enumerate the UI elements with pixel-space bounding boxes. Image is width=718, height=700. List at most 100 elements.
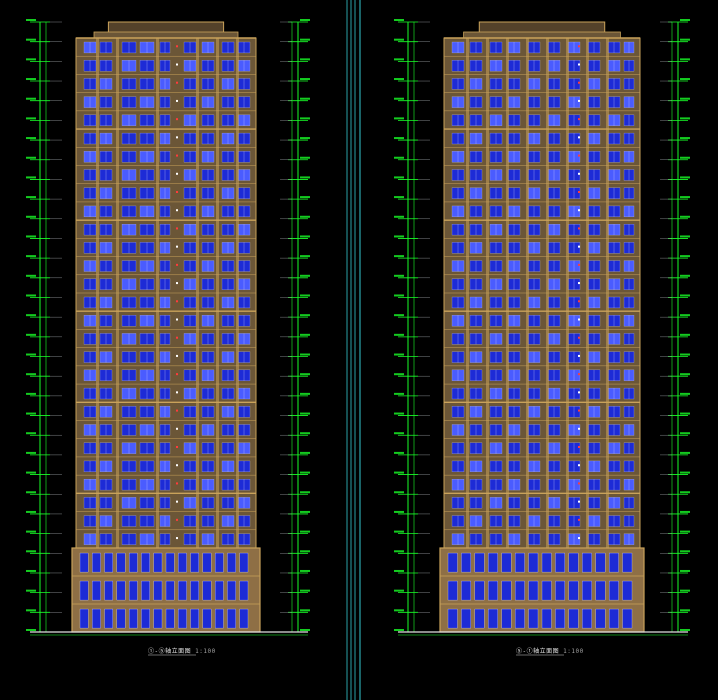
marker-dot [176,282,178,285]
marker-dot [176,518,178,521]
podium-window [447,580,458,601]
level-mark [300,117,310,120]
podium-window [153,608,163,629]
marker-dot [578,427,580,430]
pilaster [566,38,569,548]
level-mark [680,392,690,395]
level-mark [300,78,310,81]
podium-window [178,608,187,629]
marker-dot [176,336,178,339]
level-mark [26,471,36,474]
marker-dot [176,245,178,248]
podium-window [461,580,472,601]
marker-dot [578,81,580,84]
level-mark [300,235,310,238]
level-mark [26,235,36,238]
level-mark [26,530,36,533]
podium-window [202,608,212,629]
level-mark [394,491,404,494]
level-mark [26,19,36,21]
level-mark [300,19,310,21]
level-mark [300,255,310,258]
podium-window [214,552,224,573]
level-mark [26,353,36,356]
marker-dot [578,227,580,230]
podium-window [555,608,566,629]
level-mark [26,373,36,376]
level-mark [300,471,310,474]
level-mark [26,117,36,120]
podium-window [141,580,150,601]
level-mark [680,333,690,336]
level-mark [26,78,36,81]
level-mark [680,215,690,218]
level-mark [394,412,404,415]
podium-window [595,552,606,573]
level-mark [26,58,36,61]
level-mark [300,550,310,553]
level-mark [394,196,404,199]
pilaster [606,38,609,548]
podium-window [92,580,101,601]
podium-window [202,580,212,601]
podium-window [555,580,566,601]
level-mark [300,589,310,592]
elevation-drawing-right [394,19,690,656]
podium-window [190,552,200,573]
level-mark [300,451,310,454]
level-mark [300,314,310,317]
podium-window [608,608,619,629]
level-mark [394,117,404,120]
level-mark [300,432,310,435]
podium-window [528,580,539,601]
podium-window [514,552,525,573]
podium-window [239,552,249,573]
level-mark [300,176,310,179]
podium-window [501,580,512,601]
pilaster [486,38,489,548]
podium-window [555,552,566,573]
podium-window [153,580,163,601]
marker-dot [176,227,178,230]
level-mark [394,78,404,81]
level-mark [680,609,690,612]
level-mark [394,629,404,631]
level-mark [300,215,310,218]
marker-dot [176,172,178,175]
podium-window [79,552,89,573]
level-mark [394,373,404,376]
level-mark [300,353,310,356]
level-mark [394,38,404,41]
level-mark [680,353,690,356]
podium-window [474,580,485,601]
marker-dot [176,209,178,212]
level-mark [394,314,404,317]
level-mark [26,432,36,435]
podium-window [582,608,592,629]
marker-dot [176,446,178,448]
podium-window [116,580,126,601]
marker-dot [578,282,580,285]
podium-window [141,608,150,629]
sheet-separator [346,0,361,700]
podium-window [461,552,472,573]
podium-window [622,608,633,629]
level-mark [680,432,690,435]
marker-dot [176,427,178,430]
level-mark [26,491,36,494]
marker-dot [578,500,580,503]
level-mark [26,274,36,277]
podium-window [128,552,138,573]
marker-dot [176,464,178,467]
level-mark [26,156,36,159]
podium-window [153,552,163,573]
podium-window [178,580,187,601]
level-mark [26,314,36,317]
podium-window [447,608,458,629]
level-mark [680,196,690,199]
level-mark [26,137,36,140]
level-mark [680,235,690,238]
podium-window [92,608,101,629]
podium-window [501,552,512,573]
podium-window [488,580,498,601]
